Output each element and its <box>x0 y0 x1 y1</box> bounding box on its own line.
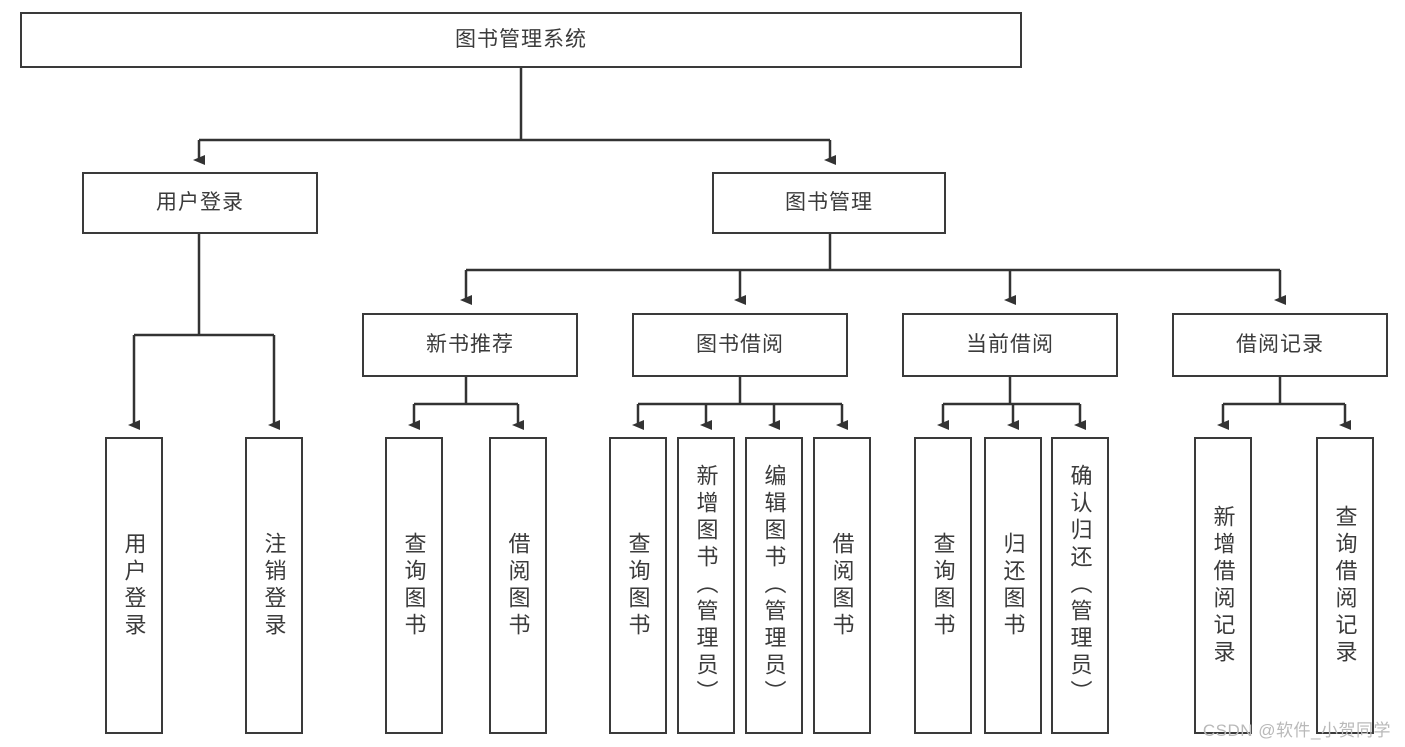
node-label: 归还图书 <box>1000 531 1026 640</box>
node-label: 注销登录 <box>261 531 287 640</box>
node-new-book-recommend[interactable]: 新书推荐 <box>362 313 578 377</box>
node-leaf-return-book[interactable]: 归还图书 <box>984 437 1042 734</box>
node-current-borrow[interactable]: 当前借阅 <box>902 313 1118 377</box>
node-label: 图书管理系统 <box>455 28 587 52</box>
node-label: 用户登录 <box>121 531 147 640</box>
node-leaf-user-login[interactable]: 用户登录 <box>105 437 163 734</box>
node-leaf-edit-book-admin[interactable]: 编辑图书（管理员） <box>745 437 803 734</box>
node-label: 查询借阅记录 <box>1332 504 1358 667</box>
node-label: 借阅记录 <box>1236 333 1324 357</box>
node-label: 编辑图书（管理员） <box>761 464 787 707</box>
node-leaf-query-book-borrow[interactable]: 查询图书 <box>609 437 667 734</box>
node-label: 新书推荐 <box>426 333 514 357</box>
node-leaf-borrow-book-new[interactable]: 借阅图书 <box>489 437 547 734</box>
node-label: 查询图书 <box>401 531 427 640</box>
node-label: 借阅图书 <box>505 531 531 640</box>
node-label: 图书借阅 <box>696 333 784 357</box>
node-leaf-query-book-new[interactable]: 查询图书 <box>385 437 443 734</box>
node-label: 新增图书（管理员） <box>693 464 719 707</box>
node-label: 新增借阅记录 <box>1210 504 1236 667</box>
node-label: 查询图书 <box>930 531 956 640</box>
watermark-text: CSDN @软件_小贺同学 <box>1202 721 1391 740</box>
node-leaf-add-book-admin[interactable]: 新增图书（管理员） <box>677 437 735 734</box>
node-label: 查询图书 <box>625 531 651 640</box>
node-book-borrow[interactable]: 图书借阅 <box>632 313 848 377</box>
node-root-system[interactable]: 图书管理系统 <box>20 12 1022 68</box>
node-leaf-logout[interactable]: 注销登录 <box>245 437 303 734</box>
node-user-login[interactable]: 用户登录 <box>82 172 318 234</box>
node-leaf-query-borrow-record[interactable]: 查询借阅记录 <box>1316 437 1374 734</box>
node-label: 借阅图书 <box>829 531 855 640</box>
node-label: 确认归还（管理员） <box>1067 464 1093 707</box>
node-leaf-borrow-book[interactable]: 借阅图书 <box>813 437 871 734</box>
node-label: 用户登录 <box>156 191 244 215</box>
node-label: 图书管理 <box>785 191 873 215</box>
node-label: 当前借阅 <box>966 333 1054 357</box>
node-leaf-confirm-return-admin[interactable]: 确认归还（管理员） <box>1051 437 1109 734</box>
node-leaf-add-borrow-record[interactable]: 新增借阅记录 <box>1194 437 1252 734</box>
node-borrow-record[interactable]: 借阅记录 <box>1172 313 1388 377</box>
node-leaf-query-book-current[interactable]: 查询图书 <box>914 437 972 734</box>
node-book-management[interactable]: 图书管理 <box>712 172 946 234</box>
